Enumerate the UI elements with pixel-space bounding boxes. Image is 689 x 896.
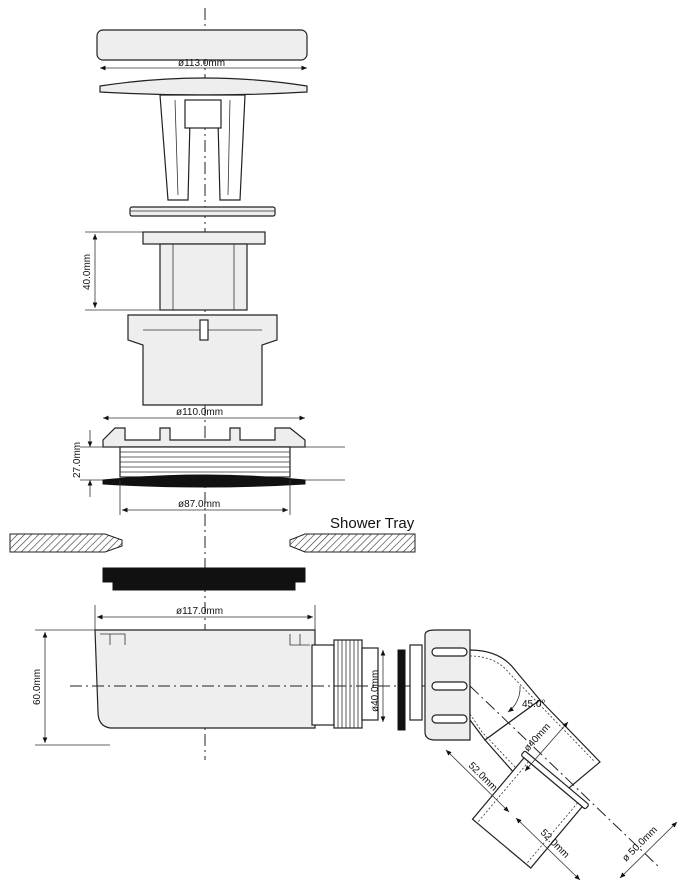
flange-height-label: 27.0mm [72,442,83,478]
trap-diameter-label: ø117.0mm [176,606,223,617]
shower-tray [9,533,416,553]
collar-diameter-label: ø110.0mm [176,407,223,418]
body-height-label: 40.0mm [82,254,93,290]
trap-height-label: 60.0mm [32,669,43,705]
waste-flange [102,427,306,488]
elbow-angle-label: 45.0° [522,699,545,710]
shower-tray-label: Shower Tray [330,515,415,532]
tray-gasket [102,567,306,583]
outlet-diameter-label: ø40.0mm [370,670,381,712]
thread-diameter-label: ø87.0mm [178,499,220,510]
cap [96,29,308,201]
seal-ring [129,206,276,217]
elbow-length-label: 52.0mm [466,760,499,793]
strainer-body [142,231,266,311]
collar [127,314,278,406]
trap-body [94,629,379,729]
o-ring [397,649,406,731]
cap-diameter-label: ø113.0mm [178,58,225,69]
